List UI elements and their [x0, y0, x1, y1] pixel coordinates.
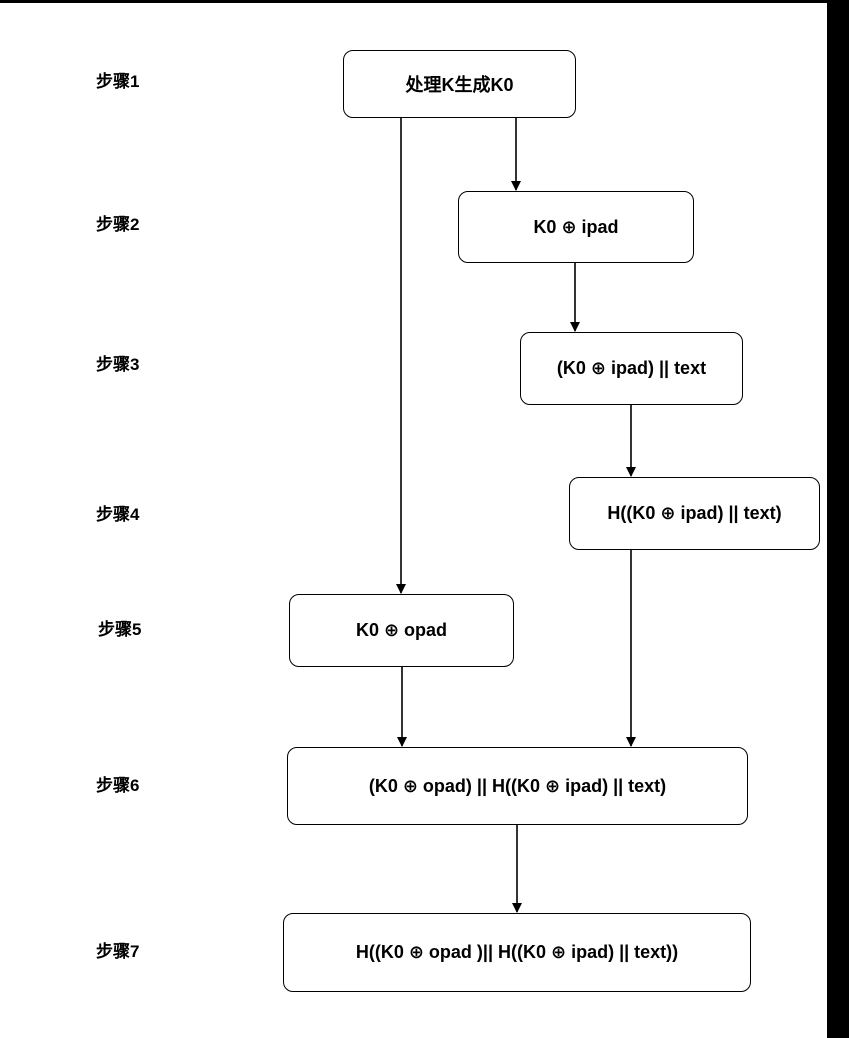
step-label-6: 步骤6 — [96, 776, 140, 795]
k0-xor-opad-box: K0 ⊕ opad — [289, 594, 514, 667]
frame-right-border — [827, 0, 849, 1038]
hmac-result-box: H((K0 ⊕ opad )|| H((K0 ⊕ ipad) || text)) — [283, 913, 751, 992]
step-label-2: 步骤2 — [96, 215, 140, 234]
step-label-4: 步骤4 — [96, 505, 140, 524]
outer-concat-box: (K0 ⊕ opad) || H((K0 ⊕ ipad) || text) — [287, 747, 748, 825]
step-label-3: 步骤3 — [96, 355, 140, 374]
k0-xor-ipad-box: K0 ⊕ ipad — [458, 191, 694, 263]
frame-top-border — [0, 0, 849, 3]
process-key-box: 处理K生成K0 — [343, 50, 576, 118]
k0-xor-ipad-concat-text-box: (K0 ⊕ ipad) || text — [520, 332, 743, 405]
step-label-1: 步骤1 — [96, 72, 140, 91]
step-label-7: 步骤7 — [96, 942, 140, 961]
step-label-5: 步骤5 — [98, 620, 142, 639]
inner-hash-box: H((K0 ⊕ ipad) || text) — [569, 477, 820, 550]
